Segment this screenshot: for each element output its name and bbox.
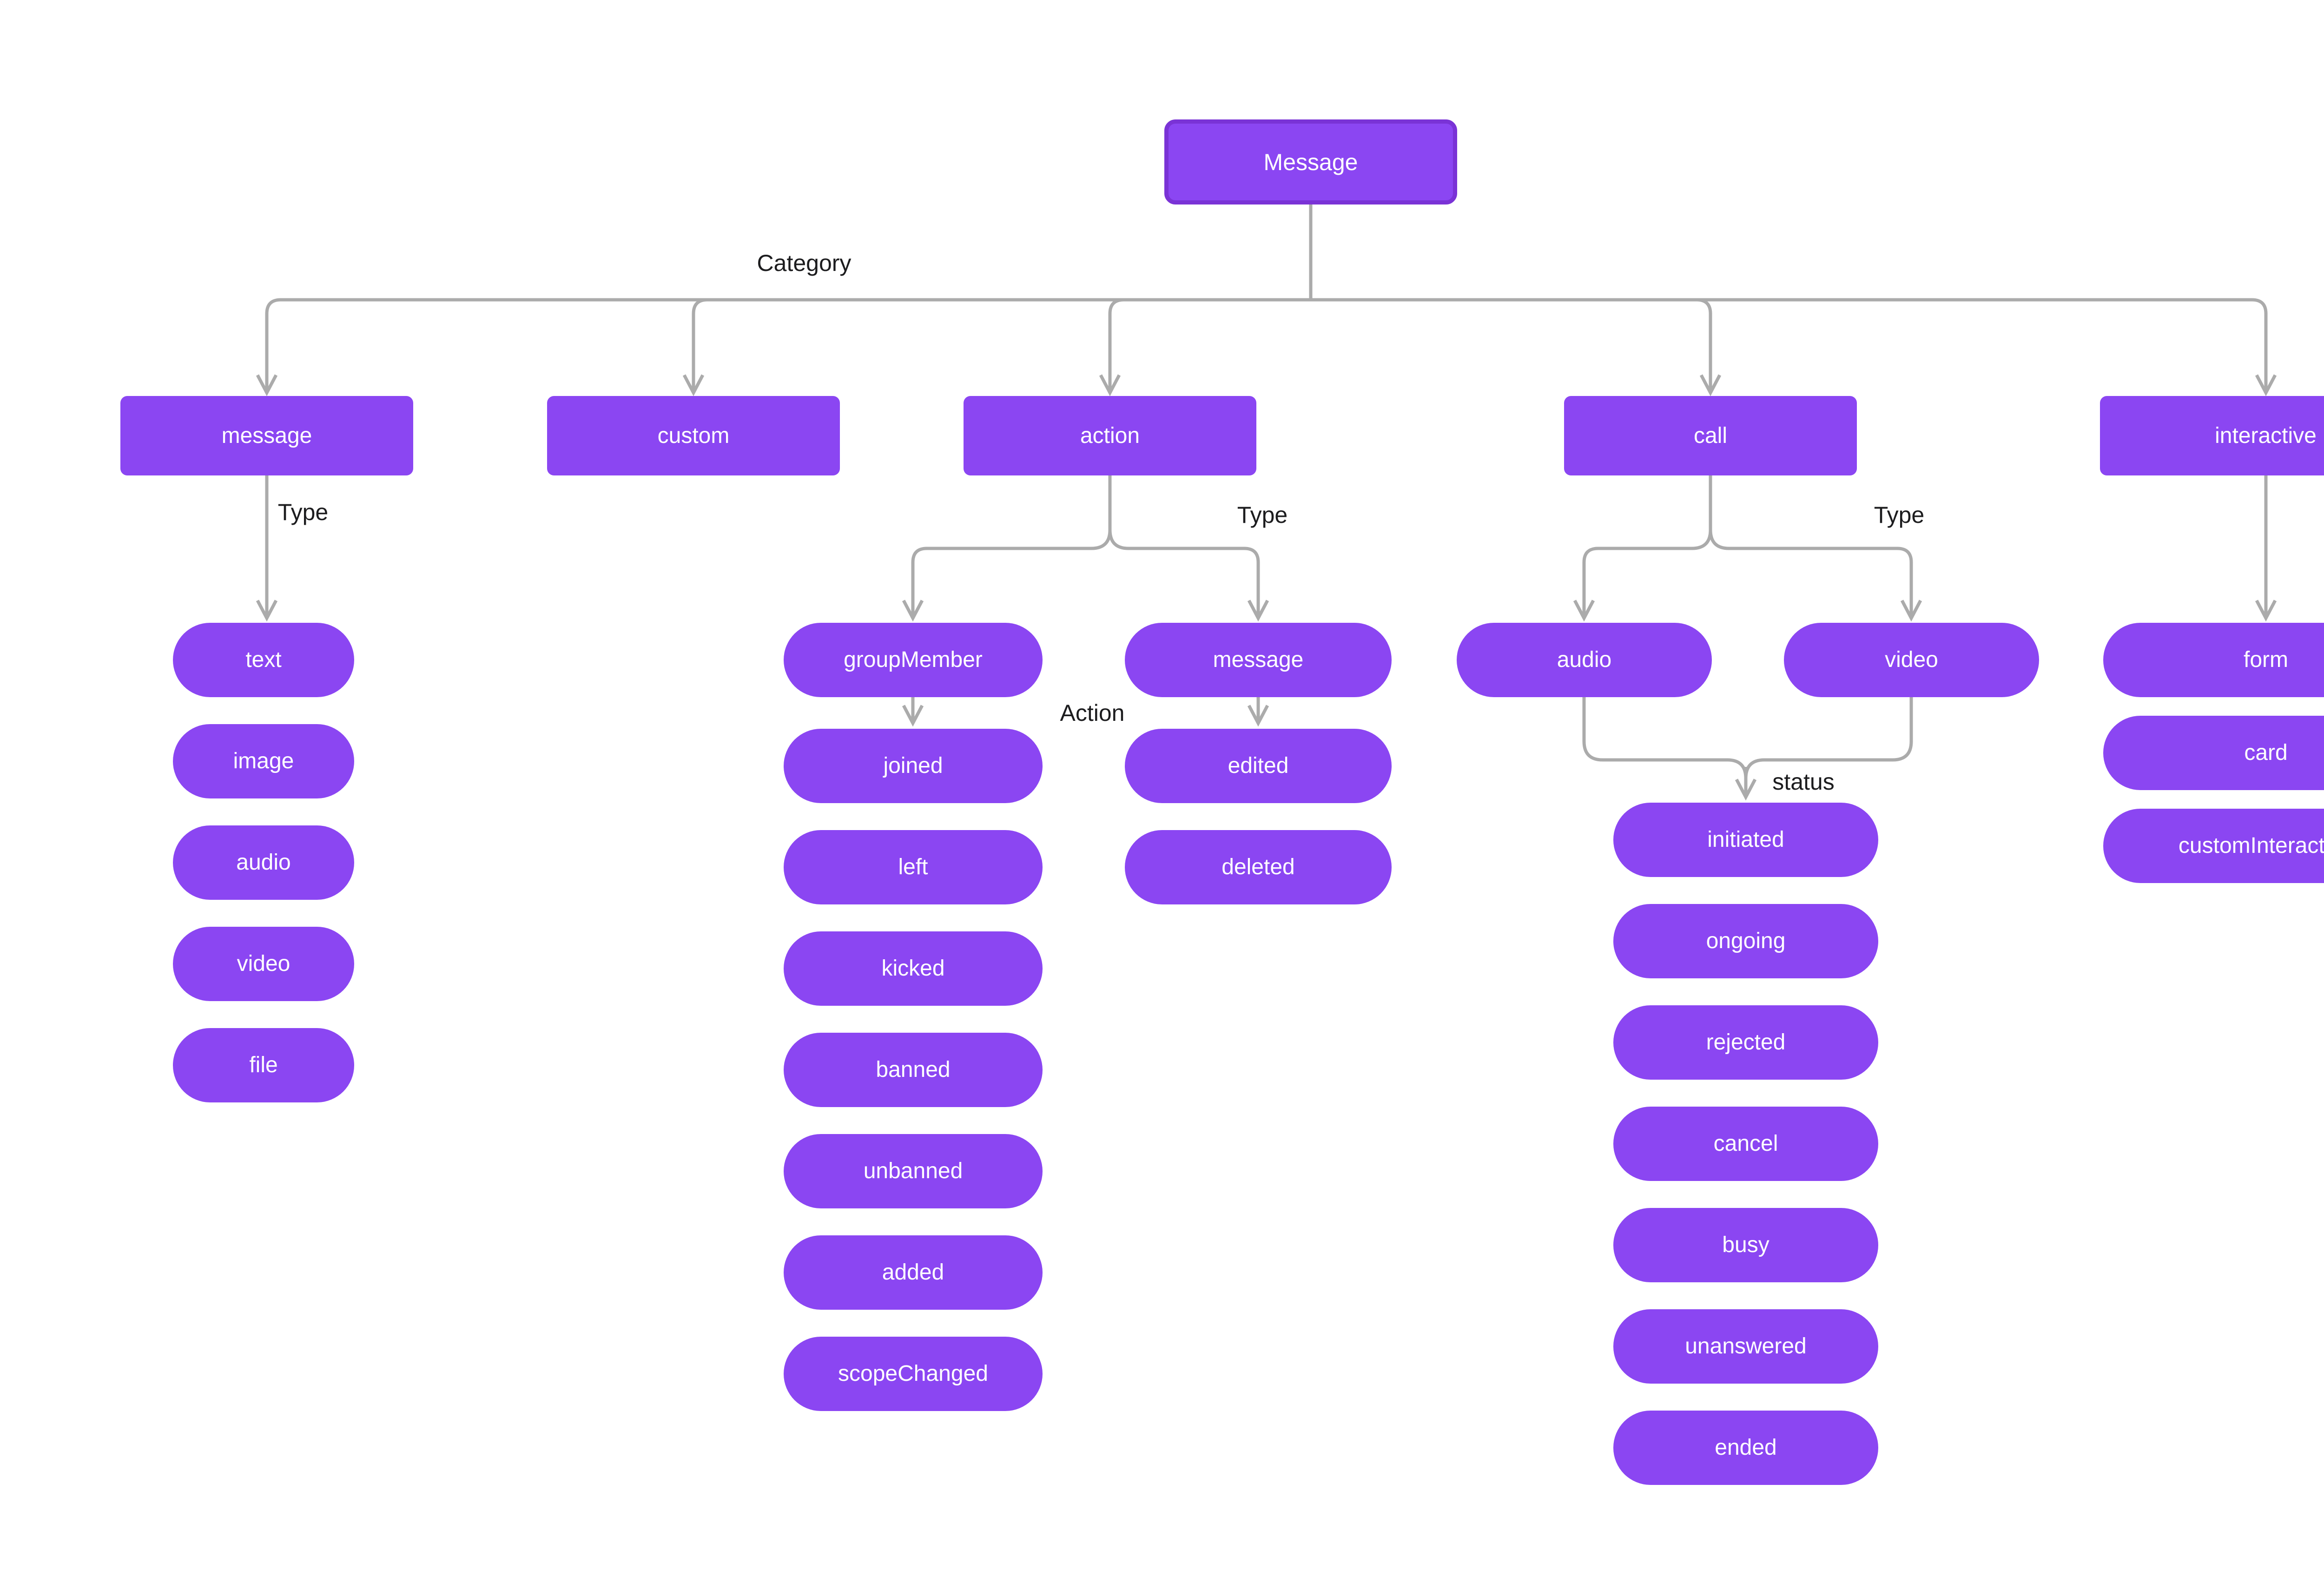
node-category-message: message [120,396,413,475]
edge-action-to-message [1108,475,1269,622]
edge-call-to-video [1709,475,1922,622]
edge-label-type-call: Type [1874,502,1925,528]
edge-root-to-action [1099,298,1311,396]
node-category-interactive: interactive [2100,396,2324,475]
edge-label-category: Category [757,250,852,276]
edge-label-status: status [1772,769,1835,795]
node-interactive-card: card [2103,716,2324,790]
node-type-text: text [173,623,354,697]
node-type-video: video [173,927,354,1001]
node-status-ended: ended [1613,1411,1878,1485]
edge-audio-merge [1582,697,1748,779]
edge-call-to-audio [1573,475,1712,622]
node-status-unanswered: unanswered [1613,1309,1878,1384]
node-status-rejected: rejected [1613,1005,1878,1080]
node-action-message: message [1125,623,1392,697]
edge-root-to-interactive [1311,298,2277,396]
node-action-scopechanged: scopeChanged [784,1337,1043,1411]
edge-root-to-call [1311,298,1722,396]
node-type-audio: audio [173,825,354,900]
node-status-cancel: cancel [1613,1107,1878,1181]
node-call-audio: audio [1457,623,1712,697]
node-type-image: image [173,724,354,798]
node-status-busy: busy [1613,1208,1878,1282]
node-status-ongoing: ongoing [1613,904,1878,978]
node-action-joined: joined [784,729,1043,803]
node-category-action: action [964,396,1256,475]
node-root-message: Message [1164,119,1457,204]
node-category-call: call [1564,396,1857,475]
node-call-video: video [1784,623,2039,697]
node-interactive-custominteractive: customInteractive [2103,809,2324,883]
edge-label-type-action: Type [1237,502,1288,528]
edge-action-to-groupmember [902,475,1112,622]
node-interactive-form: form [2103,623,2324,697]
node-action-added: added [784,1235,1043,1310]
node-action-unbanned: unbanned [784,1134,1043,1208]
node-action-kicked: kicked [784,931,1043,1006]
edge-label-type-message: Type [277,499,329,525]
node-action-left: left [784,830,1043,904]
node-action-edited: edited [1125,729,1392,803]
node-action-groupmember: groupMember [784,623,1043,697]
node-category-custom: custom [547,396,840,475]
node-type-file: file [173,1028,354,1102]
node-action-deleted: deleted [1125,830,1392,904]
node-status-initiated: initiated [1613,803,1878,877]
edge-root-to-custom [682,298,1311,396]
edge-label-action: Action [1060,700,1125,726]
node-action-banned: banned [784,1033,1043,1107]
edge-video-merge [1744,697,1913,779]
edge-root-to-message [256,298,1311,396]
